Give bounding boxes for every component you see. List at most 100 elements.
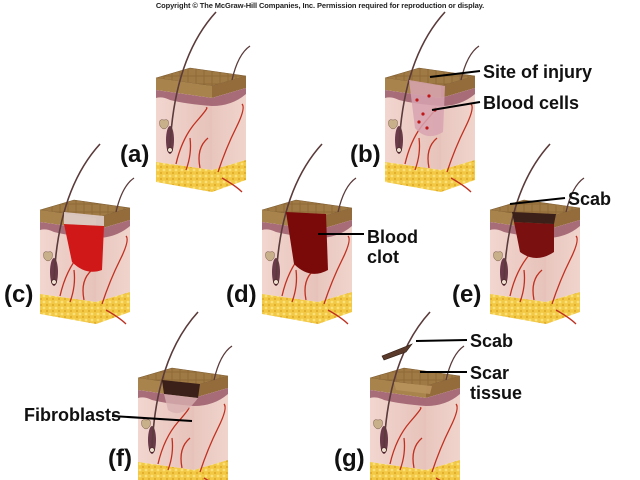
wound-opening <box>64 212 104 226</box>
dermis-side <box>546 220 580 302</box>
blood-vessel <box>450 177 472 193</box>
panel-label-b: (b) <box>350 141 381 168</box>
papillary-layer <box>156 88 246 106</box>
panel-c: (c) <box>4 143 135 325</box>
panel-label-e: (e) <box>452 281 481 308</box>
panel-label-d: (d) <box>226 281 257 308</box>
epidermis-side <box>546 208 580 230</box>
hair-shaft-2 <box>460 45 480 81</box>
subcutaneous-fat <box>40 292 130 324</box>
callout-label: Site of injury <box>483 62 592 82</box>
blood-vessel <box>291 269 298 303</box>
panel-label-g: (g) <box>334 445 365 472</box>
hair-shaft-2 <box>213 345 233 381</box>
hair-bulb <box>381 447 387 453</box>
blood-vessel <box>185 137 192 171</box>
blood-vessel <box>412 437 423 469</box>
callout-label: Blood cells <box>483 93 579 113</box>
blood-clot <box>286 212 328 274</box>
callout-label: Scar <box>470 363 509 383</box>
hair-shaft <box>383 311 431 449</box>
epidermis-side <box>212 76 246 98</box>
subcutaneous-fat <box>370 460 460 480</box>
blood-cell <box>425 126 429 130</box>
hair-bulb <box>167 147 173 153</box>
hair-shaft-2 <box>231 45 251 81</box>
fresh-blood <box>64 224 104 272</box>
hair-shaft-2 <box>565 177 585 213</box>
subcutaneous-fat <box>262 292 352 324</box>
papillary-layer <box>370 388 460 406</box>
blood-vessel <box>167 437 174 471</box>
panel-a: (a) <box>120 11 251 193</box>
panel-label-f: (f) <box>108 445 132 472</box>
blood-vessel <box>101 235 128 305</box>
blood-vessel <box>198 137 209 169</box>
subcutaneous-fat <box>138 460 228 480</box>
blood-vessel <box>389 407 422 465</box>
hair-bulb <box>501 279 507 285</box>
blood-vessel <box>327 309 349 325</box>
dermis-side <box>212 88 246 170</box>
callout-label: Fibroblasts <box>24 405 121 425</box>
hair-shaft <box>169 11 217 149</box>
callout-label: Scab <box>568 189 611 209</box>
callout-label: Blood <box>367 227 418 247</box>
dermis-side <box>441 88 475 170</box>
leader-line <box>429 70 481 78</box>
hair-shaft <box>398 11 446 149</box>
hair-shaft <box>503 143 551 281</box>
sebaceous-gland <box>493 251 503 262</box>
blood-vessel <box>217 103 244 173</box>
subcutaneous-fat <box>385 160 475 192</box>
sebaceous-gland <box>43 251 53 262</box>
panel-label-c: (c) <box>4 281 33 308</box>
subcutaneous-fat <box>490 292 580 324</box>
callout-label: clot <box>367 247 399 267</box>
hair-shaft <box>275 143 323 281</box>
scab <box>512 212 556 224</box>
dermis-side <box>426 388 460 470</box>
blood-vessel <box>435 477 441 480</box>
blood-vessel <box>519 269 526 303</box>
blood-vessel <box>427 137 438 169</box>
leader-line <box>509 197 566 205</box>
hair-shaft-2 <box>337 177 357 213</box>
blood-vessel <box>532 269 543 301</box>
panel-f: (f) Fibroblasts <box>24 311 233 480</box>
panel-e: (e) Scab <box>452 143 611 325</box>
blood-vessel <box>157 407 190 465</box>
blood-cell <box>421 112 425 116</box>
healing-clot <box>514 222 554 258</box>
sebaceous-gland <box>141 419 151 430</box>
leader-line <box>415 339 468 342</box>
hair-bulb <box>273 279 279 285</box>
blood-vessel <box>399 437 406 471</box>
panel-label-a: (a) <box>120 141 149 168</box>
hair-shaft <box>53 143 101 281</box>
blood-vessel <box>69 269 76 303</box>
blood-vessel <box>551 235 578 305</box>
blood-vessel <box>323 235 350 305</box>
hair-bulb <box>51 279 57 285</box>
callout-label: tissue <box>470 383 522 403</box>
leader-line <box>431 101 481 111</box>
blood-vessel <box>199 403 226 473</box>
sebaceous-gland <box>159 119 169 130</box>
blood-vessel <box>82 269 93 301</box>
scar-tissue <box>394 382 432 394</box>
scab <box>162 380 200 398</box>
hair-bulb <box>396 147 402 153</box>
subcutaneous-fat <box>156 160 246 192</box>
sebaceous-gland <box>265 251 275 262</box>
blood-vessel <box>105 309 127 325</box>
epidermis-side <box>194 376 228 398</box>
blood-vessel <box>180 437 191 469</box>
blood-cell <box>415 98 419 102</box>
epidermis-side <box>96 208 130 230</box>
callout-label: Scab <box>470 331 513 351</box>
